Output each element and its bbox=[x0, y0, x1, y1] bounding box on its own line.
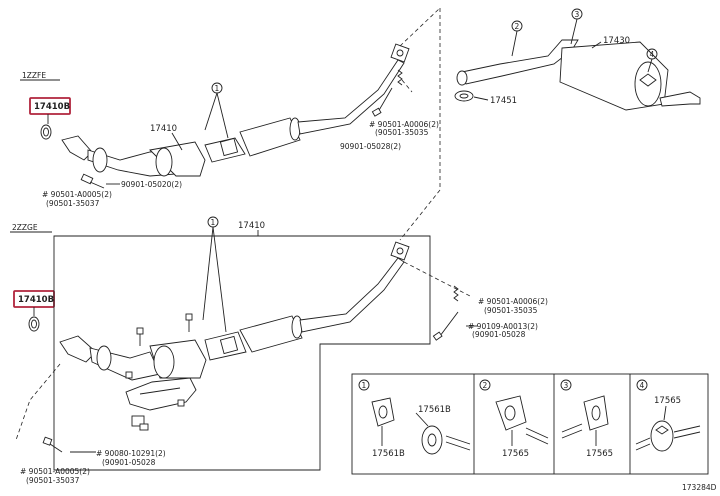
fastener-upper-left-a: 90901-05020(2) bbox=[121, 180, 182, 189]
nut-icons-lower bbox=[125, 313, 193, 407]
fastener-upper-left-c: (90501-35037 bbox=[46, 199, 100, 208]
fastener-upper-right-b: (90501-35035 bbox=[375, 128, 429, 137]
part-label-17565-a: 17565 bbox=[502, 449, 529, 459]
part-label-17430: 17430 bbox=[603, 36, 630, 46]
muffler-17430[interactable] bbox=[461, 39, 701, 111]
svg-text:3: 3 bbox=[564, 381, 569, 390]
gasket-17451[interactable] bbox=[454, 90, 474, 102]
callout-3-top[interactable]: 3 bbox=[571, 8, 583, 20]
svg-text:2: 2 bbox=[515, 22, 520, 31]
detail-panel-3[interactable]: 3 17565 bbox=[560, 379, 613, 459]
fastener-lower-right-c: # 90109-A0013(2) bbox=[468, 322, 538, 331]
svg-text:2: 2 bbox=[483, 381, 488, 390]
fastener-lower-right-a: # 90501-A0006(2) bbox=[478, 297, 548, 306]
section-label-1zzfe: 1ZZFE bbox=[22, 71, 46, 80]
detail-panel-1[interactable]: 1 17561B 17561B bbox=[358, 379, 471, 459]
part-label-17410-upper: 17410 bbox=[150, 124, 177, 134]
bolt-icon-lower-right bbox=[432, 285, 459, 341]
detail-panel-frame bbox=[351, 373, 709, 475]
detail-panel-4[interactable]: 4 17565 bbox=[635, 379, 701, 452]
gasket-icon-upper bbox=[40, 124, 52, 140]
callout-1-lower[interactable]: 1 bbox=[207, 216, 219, 228]
part-label-17451: 17451 bbox=[490, 96, 517, 106]
part-label-17565-c: 17565 bbox=[654, 396, 681, 406]
part-label-17561b-a: 17561B bbox=[418, 405, 451, 415]
part-label-17410b-upper: 17410B bbox=[34, 102, 70, 112]
part-label-17561b-b: 17561B bbox=[372, 449, 405, 459]
callout-2-top[interactable]: 2 bbox=[511, 20, 523, 32]
svg-text:4: 4 bbox=[640, 381, 645, 390]
svg-text:1: 1 bbox=[211, 218, 216, 227]
fastener-lower-left-b: (90901-05028 bbox=[102, 458, 156, 467]
part-17410b-lower[interactable]: 17410B bbox=[13, 290, 55, 308]
svg-text:4: 4 bbox=[650, 50, 655, 59]
fastener-lower-left-d: (90501-35037 bbox=[26, 476, 80, 485]
front-pipe-upper[interactable] bbox=[61, 43, 410, 177]
fastener-upper-right-a: # 90501-A0006(2) bbox=[369, 120, 439, 129]
svg-text:1: 1 bbox=[215, 84, 220, 93]
bolt-icon-upper-right bbox=[371, 69, 403, 117]
section-label-2zzge: 2ZZGE bbox=[12, 223, 38, 232]
fastener-upper-left-b: # 90501-A0005(2) bbox=[42, 190, 112, 199]
gasket-icon-lower bbox=[28, 316, 40, 332]
fastener-upper-right-c: 90901-05028(2) bbox=[340, 142, 401, 151]
fastener-lower-right-b: (90501-35035 bbox=[484, 306, 538, 315]
bolt-icon-lower-left bbox=[42, 423, 149, 453]
lower-assembly-frame bbox=[53, 235, 431, 471]
fastener-lower-left-a: # 90080-10291(2) bbox=[96, 449, 166, 458]
heat-shield-lower[interactable] bbox=[125, 377, 197, 427]
fastener-lower-left-c: # 90501-A0005(2) bbox=[20, 467, 90, 476]
part-label-17565-b: 17565 bbox=[586, 449, 613, 459]
part-label-17410-lower: 17410 bbox=[238, 221, 265, 231]
fastener-lower-right-d: (90901-05028 bbox=[472, 330, 526, 339]
bolt-icon-upper-left bbox=[80, 173, 105, 189]
part-17410b-upper[interactable]: 17410B bbox=[29, 97, 71, 115]
front-pipe-lower[interactable] bbox=[59, 241, 410, 381]
svg-text:3: 3 bbox=[575, 10, 580, 19]
detail-panel-2[interactable]: 2 17565 bbox=[479, 379, 549, 459]
svg-text:1: 1 bbox=[362, 381, 367, 390]
callout-1-upper[interactable]: 1 bbox=[211, 82, 223, 94]
diagram-id: 173284D bbox=[682, 483, 717, 492]
part-label-17410b-lower: 17410B bbox=[18, 295, 54, 305]
